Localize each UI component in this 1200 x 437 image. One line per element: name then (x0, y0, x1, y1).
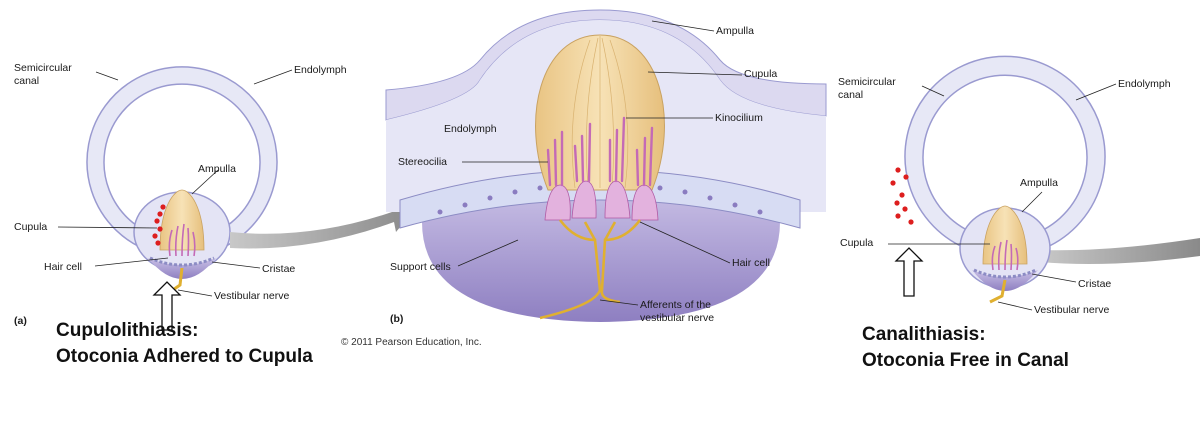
label-endolymph-c: Endolymph (1118, 78, 1171, 90)
label-semicircular-canal-c2: canal (838, 89, 863, 101)
label-semicircular-canal-a2: canal (14, 75, 39, 87)
label-hair-cell-a: Hair cell (44, 261, 82, 273)
cristae-row-c (973, 268, 1037, 279)
label-vestibular-nerve-a: Vestibular nerve (214, 290, 289, 302)
label-support-cells-b: Support cells (390, 261, 451, 273)
panel-tag-a: (a) (14, 315, 27, 327)
label-ampulla-a: Ampulla (198, 163, 236, 175)
label-afferents-b1: Afferents of the (640, 299, 711, 311)
hair-cells (168, 223, 196, 257)
label-cupula-a: Cupula (14, 221, 47, 233)
otoconia-c (890, 167, 914, 225)
panel-c: Semicircular canal Endolymph Ampulla Cup… (838, 55, 1171, 371)
hair-cells-c (991, 239, 1019, 271)
label-cristae-a: Cristae (262, 263, 295, 275)
zoom-arrow-right (1040, 238, 1200, 264)
stereocilia-b (546, 116, 654, 187)
label-semicircular-canal-c1: Semicircular (838, 76, 896, 88)
support-cell-layer (399, 169, 801, 229)
panel-tag-b: (b) (390, 313, 403, 325)
label-hair-cell-b: Hair cell (732, 257, 770, 269)
crista-base-b (422, 186, 780, 322)
caption-a-line1: Cupulolithiasis: (56, 320, 199, 341)
label-afferents-b2: vestibular nerve (640, 312, 714, 324)
panel-a: Semicircular canal Endolymph Ampulla Cup… (14, 62, 347, 367)
copyright: © 2011 Pearson Education, Inc. (341, 337, 482, 348)
hair-cells-b (544, 180, 659, 221)
panel-b: Ampulla Cupula Kinocilium Endolymph Ster… (341, 9, 827, 348)
caption-c-line1: Canalithiasis: (862, 324, 986, 345)
label-semicircular-canal-a1: Semicircular (14, 62, 72, 74)
label-cupula-c: Cupula (840, 237, 873, 249)
label-cupula-b: Cupula (744, 68, 777, 80)
cupula-fibers (571, 36, 629, 189)
support-cell-nuclei (437, 185, 763, 215)
caption-a-line2: Otoconia Adhered to Cupula (56, 346, 313, 367)
label-stereocilia-b: Stereocilia (398, 156, 447, 168)
label-cristae-c: Cristae (1078, 278, 1111, 290)
label-vestibular-nerve-c: Vestibular nerve (1034, 304, 1109, 316)
caption-c-line2: Otoconia Free in Canal (862, 350, 1069, 371)
otoconia (152, 204, 166, 246)
label-endolymph-a: Endolymph (294, 64, 347, 76)
label-ampulla-c: Ampulla (1020, 177, 1058, 189)
afferent-nerve-b (539, 219, 642, 320)
pointer-arrow-c (894, 247, 924, 297)
label-ampulla-b: Ampulla (716, 25, 754, 37)
vestibular-nerve-c (989, 279, 1007, 304)
pointer-arrow-a (152, 281, 182, 331)
cristae-row (149, 256, 215, 267)
label-endolymph-b: Endolymph (444, 123, 497, 135)
label-kinocilium-b: Kinocilium (715, 112, 763, 124)
zoom-arrow-left (230, 200, 414, 249)
